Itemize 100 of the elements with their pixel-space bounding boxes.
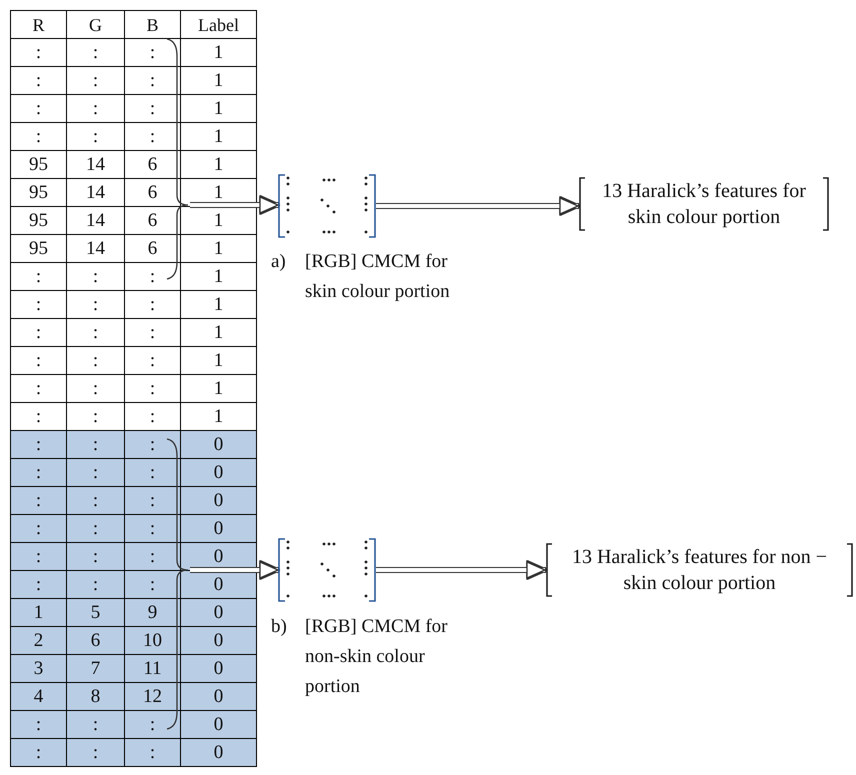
matrix-symbol xyxy=(278,174,376,238)
table-cell-text: 1 xyxy=(214,42,224,64)
table-cell-text: 1 xyxy=(214,350,224,372)
table-cell-text: : xyxy=(150,294,156,316)
table-cell-text: 95 xyxy=(29,182,48,204)
table-cell-text: : xyxy=(36,378,42,400)
table-cell-text: : xyxy=(92,70,98,92)
table-cell-text: : xyxy=(150,406,156,428)
table-cell-text: : xyxy=(36,42,42,64)
feature-vector xyxy=(578,176,830,232)
table-cell-text: : xyxy=(92,434,98,456)
caption-letter: b) xyxy=(271,615,287,639)
table-cell-text: 0 xyxy=(214,686,224,708)
table-cell-text: : xyxy=(150,350,156,372)
table-cell-text: 14 xyxy=(86,154,105,176)
table-cell-text: : xyxy=(36,462,42,484)
arrow xyxy=(190,196,279,214)
table-cell-text: 1 xyxy=(214,182,224,204)
table-cell-text: 0 xyxy=(214,714,224,736)
table-cell-text: 3 xyxy=(34,658,44,680)
table-cell-text: 14 xyxy=(86,238,105,260)
table-cell-text: : xyxy=(92,714,98,736)
table-cell-text: : xyxy=(150,42,156,64)
table-cell-text: : xyxy=(150,518,156,540)
table-cell-text: 0 xyxy=(214,490,224,512)
table-cell-text: : xyxy=(150,546,156,568)
table-cell-text: 9 xyxy=(148,602,158,624)
table-cell-text: 1 xyxy=(214,266,224,288)
table-cell-text: : xyxy=(36,322,42,344)
table-cell-text: : xyxy=(36,294,42,316)
column-header: B xyxy=(146,14,158,36)
table-cell-text: : xyxy=(36,266,42,288)
table-cell-text: 1 xyxy=(214,322,224,344)
table-cell-text: : xyxy=(150,126,156,148)
table-cell-text: 1 xyxy=(214,98,224,120)
table-cell-text: : xyxy=(36,574,42,596)
table-cell-text: 0 xyxy=(214,742,224,764)
table-cell-text: : xyxy=(150,462,156,484)
table-cell-text: 0 xyxy=(214,518,224,540)
table-cell-text: : xyxy=(92,126,98,148)
table-cell-text: 95 xyxy=(29,154,48,176)
matrix-caption: [RGB] CMCM for skin colour portion xyxy=(305,250,451,304)
table-cell-text: 2 xyxy=(34,630,44,652)
table-cell-text: 6 xyxy=(148,182,158,204)
table-cell-text: 4 xyxy=(34,686,44,708)
table-cell-text: : xyxy=(150,378,156,400)
feature-text: 13 Haralick’s features for skin colour portion xyxy=(601,179,807,230)
table-cell-text: : xyxy=(92,266,98,288)
table-cell-text: : xyxy=(92,574,98,596)
table-cell-text: 0 xyxy=(214,658,224,680)
table-cell-text: : xyxy=(92,42,98,64)
column-header: G xyxy=(89,14,102,36)
table-cell-text: 11 xyxy=(143,658,162,680)
caption-letter: a) xyxy=(271,250,286,274)
table-cell-text: 0 xyxy=(214,574,224,596)
table-cell-text: : xyxy=(150,742,156,764)
table-cell-text: : xyxy=(36,546,42,568)
table-cell-text: : xyxy=(150,70,156,92)
table-cell-text: : xyxy=(92,322,98,344)
table-cell-text: : xyxy=(92,546,98,568)
table-cell-text: 1 xyxy=(214,154,224,176)
table-cell-text: : xyxy=(150,266,156,288)
table-cell-text: : xyxy=(36,126,42,148)
table-cell-text: : xyxy=(92,406,98,428)
table-cell-text: : xyxy=(36,406,42,428)
table-cell-text: : xyxy=(150,574,156,596)
table-cell-text: 0 xyxy=(214,462,224,484)
table-cell-text: 5 xyxy=(90,602,100,624)
table-cell-text: : xyxy=(92,294,98,316)
table-cell-text: : xyxy=(36,434,42,456)
column-header: R xyxy=(32,14,44,36)
table-cell-text: 6 xyxy=(148,154,158,176)
table-cell-text: : xyxy=(92,462,98,484)
table-cell-text: 7 xyxy=(90,658,100,680)
table-cell-text: : xyxy=(92,490,98,512)
table-cell-text: 1 xyxy=(214,238,224,260)
column-header: Label xyxy=(198,14,239,36)
table-cell-text: : xyxy=(92,98,98,120)
table-cell-text: 95 xyxy=(29,210,48,232)
table-cell-text: 1 xyxy=(214,406,224,428)
table-cell-text: 0 xyxy=(214,630,224,652)
table-cell-text: : xyxy=(92,518,98,540)
table-cell-text: 14 xyxy=(86,182,105,204)
table-cell-text: : xyxy=(92,742,98,764)
table-cell-text: : xyxy=(150,490,156,512)
table-cell-text: 1 xyxy=(34,602,44,624)
table-cell-text: : xyxy=(150,98,156,120)
table-cell-text: : xyxy=(92,350,98,372)
table-cell-text: 0 xyxy=(214,434,224,456)
table-cell-text: : xyxy=(36,70,42,92)
feature-text: 13 Haralick’s features for non − skin colour portion xyxy=(570,545,828,596)
table-cell-text: 0 xyxy=(214,602,224,624)
table-cell-text: 6 xyxy=(148,210,158,232)
table-cell-text: 8 xyxy=(90,686,100,708)
table-cell-text: 12 xyxy=(143,686,162,708)
table-cell-text: : xyxy=(36,518,42,540)
table-cell-text: 95 xyxy=(29,238,48,260)
table-cell-text: 14 xyxy=(86,210,105,232)
table-cell-text: : xyxy=(150,714,156,736)
table-cell-text: 1 xyxy=(214,378,224,400)
